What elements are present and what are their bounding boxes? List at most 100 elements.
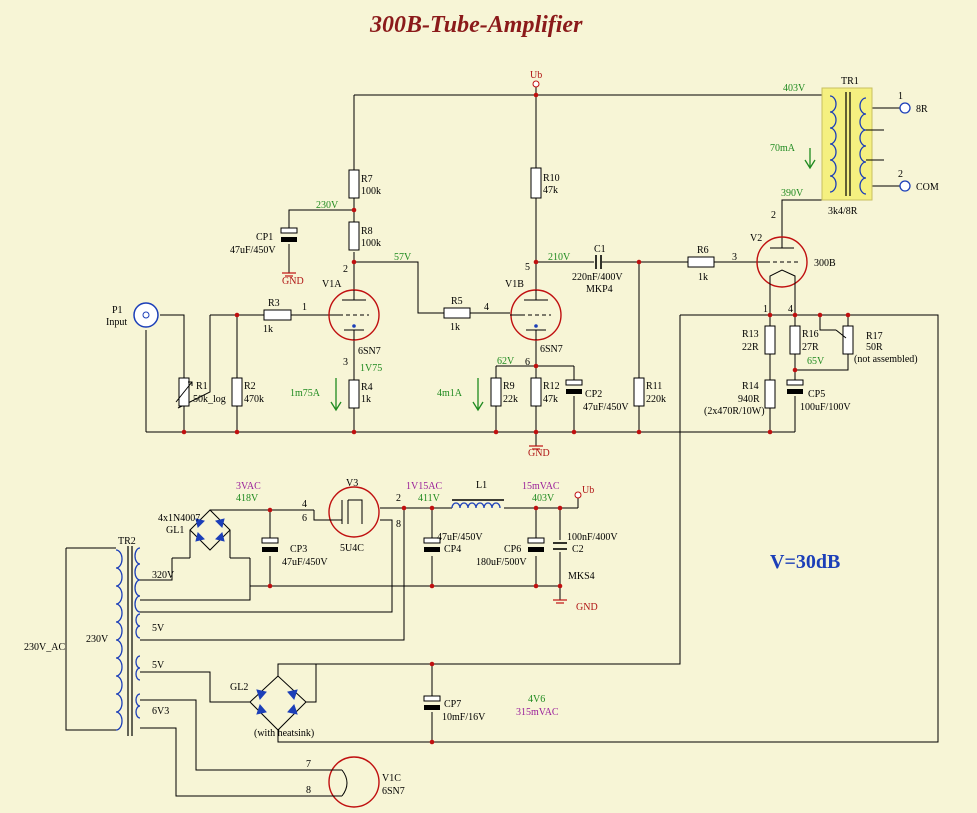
cp6-label: CP6 [504,544,521,555]
cp2-value: 47uF/450V [583,402,629,413]
ripple-1v15ac: 1V15AC [406,481,442,492]
voltage-1v75: 1V75 [360,363,382,374]
resistor-r17 [842,325,854,355]
cp5-value: 100uF/100V [800,402,851,413]
tr1-pin-2: 2 [898,169,903,180]
r17-label: R17 [866,331,883,342]
r7-value: 100k [361,186,381,197]
r4-value: 1k [361,394,371,405]
resistor-r5 [443,307,471,319]
output-terminal-com [899,180,911,192]
v2-type: 300B [814,258,836,269]
capacitor-cp3 [261,537,279,552]
resistor-r8 [348,221,360,251]
tr1-value: 3k4/8R [828,206,858,217]
v1a-type: 6SN7 [358,346,381,357]
r9-label: R9 [503,381,515,392]
voltage-57v: 57V [394,252,412,263]
ub-terminal-top [532,80,540,88]
v2-pin-grid: 3 [732,252,737,263]
cp1-value: 47uF/450V [230,245,276,256]
r14-label: R14 [742,381,759,392]
v1c-type: 6SN7 [382,786,405,797]
c1-value: 220nF/400V [572,272,623,283]
r11-value: 220k [646,394,666,405]
ub-label-top: Ub [530,70,542,81]
resistor-r2 [231,377,243,407]
c2-label: C2 [572,544,584,555]
tr2-label: TR2 [118,536,136,547]
resistor-r11 [633,377,645,407]
output-terminal-8r [899,102,911,114]
r13-value: 22R [742,342,759,353]
v3-pin-8: 8 [396,519,401,530]
capacitor-cp7 [423,695,441,710]
v3-type: 5U4C [340,543,364,554]
schematic-title: 300B-Tube-Amplifier [369,12,583,38]
gl1-value: 4x1N4007 [158,513,200,524]
r17-note: (not assembled) [854,354,918,365]
r7-label: R7 [361,174,373,185]
r13-label: R13 [742,329,759,340]
mains-label: 230V_AC [24,642,65,653]
voltage-62v: 62V [497,356,515,367]
gl2-label: GL2 [230,682,248,693]
c2-type: MKS4 [568,571,595,582]
r4-label: R4 [361,382,373,393]
v2-pin-f1: 1 [763,304,768,315]
cp7-label: CP7 [444,699,461,710]
gl2-note: (with heatsink) [254,728,314,739]
gnd-label-psu: GND [576,602,598,613]
cp3-value: 47uF/450V [282,557,328,568]
voltage-418v: 418V [236,493,259,504]
c1-label: C1 [594,244,606,255]
bridge-rectifier-gl2 [249,675,307,731]
v1a-pin-cathode: 3 [343,357,348,368]
r16-value: 27R [802,342,819,353]
transformer-tr2 [115,546,141,736]
current-arrow-v1a [330,378,342,412]
r3-value: 1k [263,324,273,335]
v3-pin-6: 6 [302,513,307,524]
tube-v2 [756,236,808,288]
cp4-value: 47uF/450V [437,532,483,543]
resistor-r6 [687,256,715,268]
tr2-6v3-winding: 6V3 [152,706,169,717]
ub-label-psu: Ub [582,485,594,496]
v1b-pin-anode: 5 [525,262,530,273]
gnd-symbol-psu [553,599,567,604]
capacitor-cp5 [786,379,804,394]
r1-value: 50k_log [193,394,226,405]
junctions [181,92,851,745]
v1a-pin-grid: 1 [302,302,307,313]
r1-wiper-arrow [175,381,193,403]
voltage-4v6: 4V6 [528,694,545,705]
resistor-r9 [490,377,502,407]
current-70ma: 70mA [770,143,796,154]
r3-label: R3 [268,298,280,309]
current-arrow-v1b [472,378,484,412]
capacitor-c1 [595,255,602,269]
r17-wiper [835,329,847,339]
r5-label: R5 [451,296,463,307]
gnd-label-cp1: GND [282,276,304,287]
transformer-tr1 [821,87,873,201]
v3-label: V3 [346,478,358,489]
r2-label: R2 [244,381,256,392]
voltage-210v: 210V [548,252,571,263]
current-1m75a: 1m75A [290,388,321,399]
l1-label: L1 [476,480,487,491]
capacitor-cp4 [423,537,441,552]
inductor-l1 [451,502,501,509]
gnd-symbol-main [529,445,543,450]
bridge-rectifier-gl1 [189,509,231,558]
cp1-label: CP1 [256,232,273,243]
r10-value: 47k [543,185,558,196]
cp7-value: 10mF/16V [442,712,486,723]
v1b-pin-grid: 4 [484,302,489,313]
cp4-label: CP4 [444,544,461,555]
cp6-value: 180uF/500V [476,557,527,568]
capacitor-cp1 [280,227,298,242]
v1c-pin-7: 7 [306,759,311,770]
